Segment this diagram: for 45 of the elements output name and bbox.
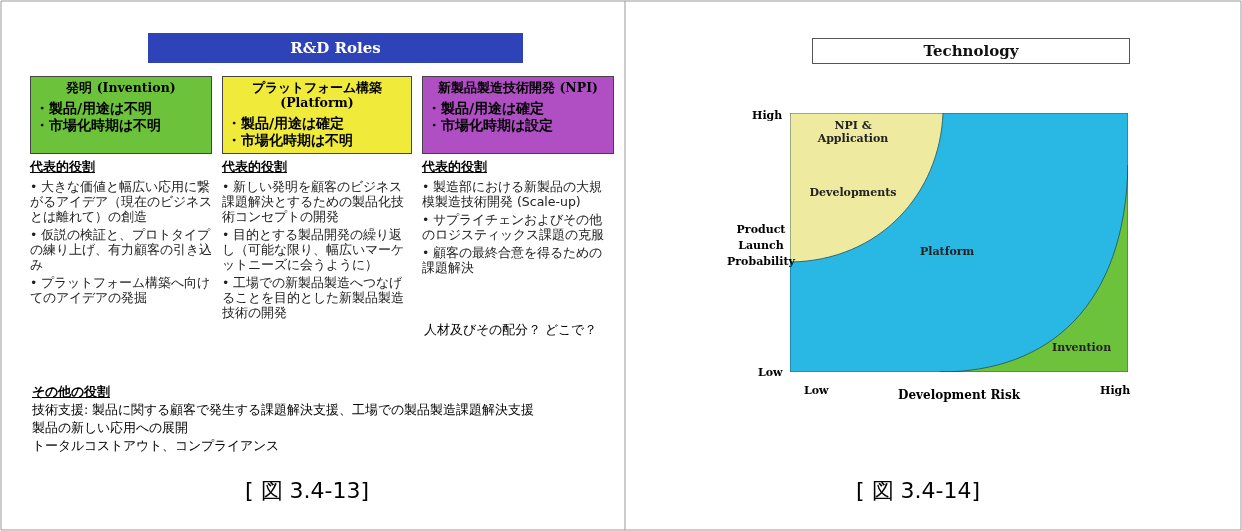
axis-tick-label: High [752,109,783,122]
region-label: Invention [1052,341,1112,354]
role-heading: 新製品製造技術開発 (NPI) [437,80,599,95]
axis-tick-label: Low [804,384,829,397]
note-text: 人材及びその配分？ どこで？ [424,322,598,337]
bullet-text: • 仮説の検証と、プロトタイプの練り上げ、有力顧客の引き込み [30,227,212,272]
bullet-text: • 製造部における新製品の大規模製造技術開発 (Scale-up) [422,179,604,209]
banner-title: R&D Roles [290,39,381,57]
role-condition: ・製品/用途は確定 [227,115,346,132]
chart-title-box [812,38,1130,64]
region-label: Platform [920,245,975,258]
role-condition: ・製品/用途は確定 [427,100,546,117]
role-condition: ・市場化時期は不明 [35,117,162,134]
region-label: Developments [808,186,898,199]
bullet-text: • 顧客の最終合意を得るための課題解決 [422,245,604,275]
role-box [422,76,614,154]
role-box [30,76,212,154]
role-condition: ・市場化時期は設定 [427,117,554,134]
role-condition: ・市場化時期は不明 [227,132,354,149]
figure-caption: [ 図 3.4-14] [856,477,981,505]
figure-caption: [ 図 3.4-13] [245,477,370,505]
role-condition: ・製品/用途は不明 [35,100,154,117]
axis-title: Product Launch Probability [726,222,796,270]
note-text: 製品の新しい応用への展開 [32,420,188,437]
bullet-text: • 新しい発明を顧客のビジネス課題解決とするための製品化技術コンセプトの開発 [222,179,405,224]
banner-title: Technology [923,42,1019,60]
bullet-text: • サプライチェンおよびその他のロジスティックス課題の克服 [422,212,605,242]
bullet-text: • 目的とする製品開発の繰り返し（可能な限り、幅広いマーケットニーズに会うように） [222,227,405,272]
section-heading: その他の役割 [32,384,110,401]
role-box [222,76,412,154]
bullet-text: • 工場での新製品製造へつなげることを目的とした新製品製造技術の開発 [222,275,405,320]
role-heading: プラットフォーム構築 (Platform) [251,80,383,110]
section-heading: 代表的役割 [30,159,96,176]
axis-tick-label: High [1100,384,1131,397]
role-heading: 発明 (Invention) [65,80,177,95]
note-text: 技術支援: 製品に関する顧客で発生する課題解決支援、工場での製品製造課題解決支援 [32,402,535,419]
region-label: NPI & Application [816,119,890,145]
section-heading: 代表的役割 [222,159,288,176]
axis-tick-label: Low [758,366,783,379]
bullet-text: • 大きな価値と幅広い応用に繋がるアイデア（現在のビジネスとは離れて）の創造 [30,179,212,224]
section-heading: 代表的役割 [422,159,488,176]
note-text: トータルコストアウト、コンプライアンス [32,438,279,455]
bullet-text: • プラットフォーム構築へ向けてのアイデアの発掘 [30,275,212,305]
axis-title: Development Risk [898,388,1020,402]
title-banner [148,33,523,63]
